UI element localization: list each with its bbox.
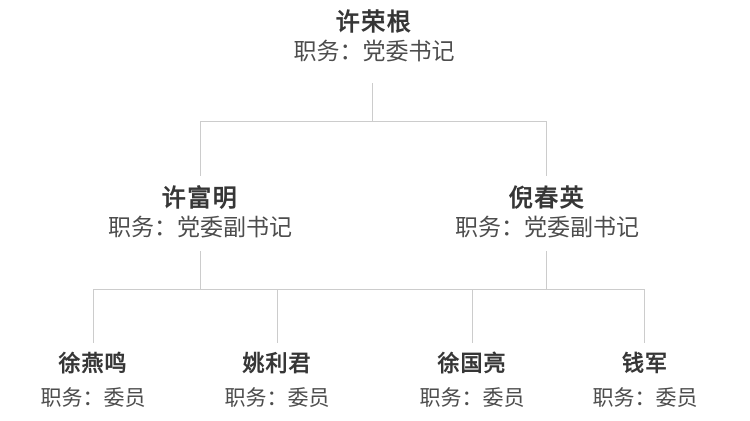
- connector-stub-level2-right: [546, 251, 547, 289]
- org-node-level3-2[interactable]: 姚利君 职务：委员: [225, 350, 330, 413]
- org-node-level2-1[interactable]: 许富明 职务：党委副书记: [108, 183, 292, 243]
- connector-drop-level3-2: [277, 289, 278, 343]
- node-title: 职务：委员: [224, 386, 330, 410]
- node-name: 倪春英: [508, 184, 586, 212]
- connector-drop-level3-3: [472, 289, 473, 343]
- connector-drop-level3-4: [644, 289, 645, 343]
- connector-rail-level2: [200, 121, 547, 122]
- connector-stub-level2-left: [200, 251, 201, 289]
- connector-drop-level2-right: [546, 121, 547, 176]
- node-name: 钱军: [621, 352, 668, 377]
- node-name: 徐国亮: [437, 352, 507, 377]
- node-title: 职务：党委副书记: [108, 215, 292, 241]
- connector-drop-level2-left: [200, 121, 201, 176]
- node-title: 职务：党委副书记: [455, 215, 639, 241]
- node-title: 职务：党委书记: [293, 39, 455, 65]
- connector-drop-level3-1: [93, 289, 94, 343]
- connector-rail-level3: [93, 289, 645, 290]
- org-node-level2-2[interactable]: 倪春英 职务：党委副书记: [455, 183, 639, 243]
- org-node-root[interactable]: 许荣根 职务：党委书记: [294, 7, 455, 67]
- org-node-level3-3[interactable]: 徐国亮 职务：委员: [420, 350, 525, 413]
- node-title: 职务：委员: [419, 386, 525, 410]
- node-name: 姚利君: [242, 352, 312, 377]
- node-title: 职务：委员: [40, 386, 146, 410]
- org-node-level3-1[interactable]: 徐燕鸣 职务：委员: [41, 350, 146, 413]
- node-title: 职务：委员: [592, 386, 698, 410]
- node-name: 许荣根: [335, 8, 413, 36]
- connector-root-stub: [372, 83, 373, 121]
- node-name: 徐燕鸣: [58, 352, 128, 377]
- org-node-level3-4[interactable]: 钱军 职务：委员: [593, 350, 698, 413]
- node-name: 许富明: [161, 184, 239, 212]
